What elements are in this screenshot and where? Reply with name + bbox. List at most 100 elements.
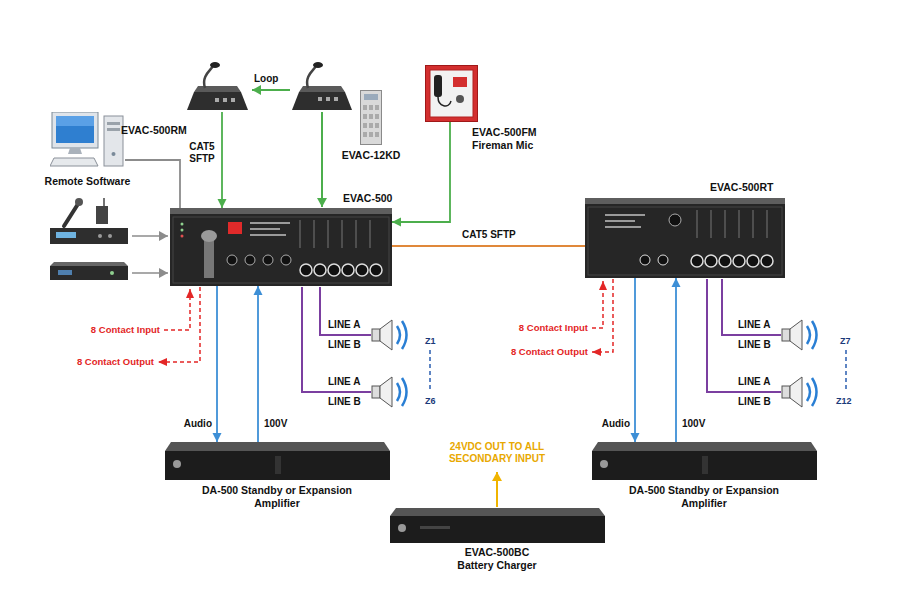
diagram-label: Z6	[425, 396, 447, 407]
device-node: DA-500 Standby or Expansion Amplifier	[165, 442, 390, 480]
zone-range-line	[429, 350, 431, 392]
arrow-head	[213, 433, 222, 442]
evac-mainframe-part	[227, 255, 237, 265]
device-label: DA-500 Standby or Expansion Amplifier	[202, 484, 352, 509]
battery-charger-unit-part	[390, 516, 605, 543]
computer-icon-part	[107, 128, 120, 131]
contact-input-line	[164, 289, 190, 330]
computer-icon-part	[56, 116, 94, 126]
keypad-part	[363, 114, 367, 119]
battery-charger-unit-part	[390, 508, 605, 516]
evac-mainframe-part	[245, 255, 255, 265]
device-node: EVAC-500RT	[585, 198, 785, 278]
loop-arrow	[252, 89, 290, 91]
rack-source	[50, 262, 128, 280]
keypad-part	[363, 132, 367, 137]
mic-console-part	[194, 86, 241, 92]
wireless-mic-receiver-part	[56, 232, 76, 238]
fireman-mic-cabinet	[425, 65, 478, 122]
second-console-part	[318, 97, 322, 101]
device-node: DA-500 Standby or Expansion Amplifier	[592, 442, 817, 480]
evac-mainframe-part	[250, 222, 290, 224]
keypad	[360, 90, 382, 145]
mic-console-part	[187, 92, 248, 110]
computer-icon-part	[68, 148, 82, 154]
evac-mainframe-part	[170, 208, 392, 286]
second-console-part	[334, 97, 338, 101]
wireless-mic-receiver-part	[75, 198, 83, 206]
contact-input-line	[592, 281, 603, 328]
arrow-head	[254, 286, 263, 295]
keypad-part	[369, 114, 373, 119]
evac-mainframe-part	[181, 235, 184, 238]
device-label: Remote Software	[35, 175, 140, 188]
diagram-label: 8 Contact Input	[488, 322, 588, 333]
diagram-label: LINE B	[738, 339, 788, 351]
diagram-label: LINE A	[328, 319, 378, 331]
connector-line	[634, 278, 636, 442]
fireman-mic-cabinet-part	[426, 66, 478, 122]
device-node: EVAC-500BC Battery Charger	[390, 508, 605, 543]
speaker-symbol	[372, 320, 407, 350]
evac-remote-rack-part	[733, 255, 745, 267]
power-arrow	[496, 472, 498, 507]
connector	[672, 278, 681, 442]
evac-mainframe	[170, 208, 392, 286]
mic-console-part	[204, 66, 213, 88]
second-console-part	[307, 66, 316, 88]
device-label: DA-500 Standby or Expansion Amplifier	[629, 484, 779, 509]
evac-remote-rack-part	[585, 198, 785, 278]
second-console-part	[299, 86, 345, 92]
connector-line	[675, 278, 677, 442]
evac-mainframe-part	[314, 264, 326, 276]
device-label: EVAC-500RM	[121, 124, 193, 137]
rack-source-part	[50, 262, 128, 266]
mic-console	[185, 62, 250, 112]
evac-mainframe-part	[228, 222, 242, 234]
rack-source-part	[58, 270, 72, 275]
connector-label: CAT5 SFTP	[462, 229, 542, 241]
computer-icon-part	[50, 158, 98, 166]
computer-icon-part	[56, 116, 94, 143]
connector-line	[216, 286, 218, 442]
amplifier-unit-part	[165, 442, 390, 451]
diagram-label: LINE B	[328, 396, 378, 408]
battery-charger-unit	[390, 508, 605, 543]
mic-console-part	[215, 98, 219, 102]
connector	[125, 160, 180, 208]
computer-icon-part	[112, 152, 116, 156]
evac-remote-rack-part	[719, 255, 731, 267]
second-console-part	[326, 97, 330, 101]
keypad-part	[369, 105, 373, 110]
computer-icon-part	[104, 116, 123, 166]
fireman-mic-cabinet-part	[453, 77, 467, 87]
mic-console-part	[210, 62, 220, 68]
second-console	[292, 62, 352, 110]
evac-mainframe-part	[281, 255, 291, 265]
diagram-label: LINE A	[328, 376, 378, 388]
connector-line	[221, 112, 223, 208]
connector	[254, 286, 263, 442]
device-label: EVAC-500	[343, 192, 403, 205]
diagram-label: Z1	[425, 336, 447, 347]
evac-mainframe-part	[173, 217, 389, 283]
amplifier-unit-part	[600, 460, 608, 468]
connector	[213, 286, 222, 442]
evac-remote-rack-part	[605, 214, 645, 216]
device-node: Remote Software	[50, 112, 125, 170]
computer-icon-part	[52, 112, 98, 148]
keypad-part	[363, 123, 367, 128]
wireless-mic-receiver	[50, 198, 128, 244]
evac-mainframe-part	[356, 264, 368, 276]
keypad-part	[375, 105, 379, 110]
evac-remote-rack-part	[605, 220, 635, 222]
evac-remote-rack-part	[605, 226, 641, 228]
connector	[392, 246, 585, 247]
arrow-head	[392, 218, 401, 227]
evac-remote-rack-part	[747, 255, 759, 267]
diagram-label: LINE A	[738, 376, 788, 388]
amplifier-unit-part	[275, 456, 281, 474]
evac-mainframe-part	[170, 208, 392, 214]
evac-mainframe-part	[328, 264, 340, 276]
